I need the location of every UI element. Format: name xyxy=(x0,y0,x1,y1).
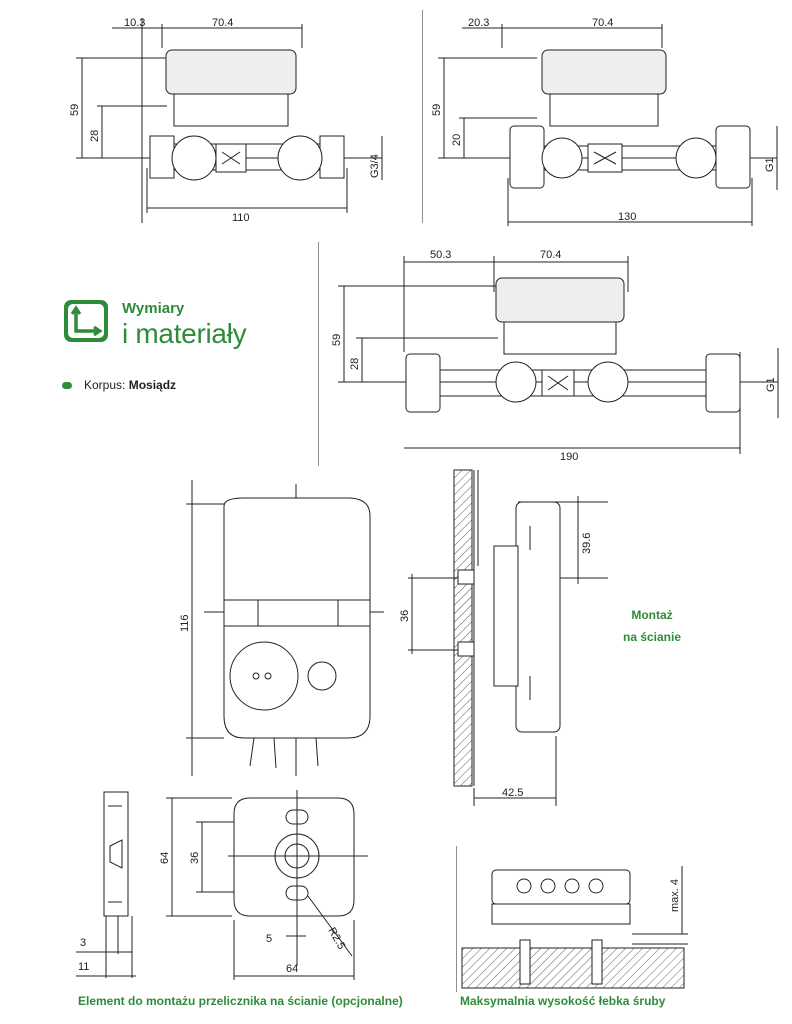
meter-drawing-110: 10.3 70.4 59 28 G3/4 110 xyxy=(69,17,383,224)
dim-width: 64 xyxy=(286,963,298,975)
dim-offset: 5 xyxy=(266,933,272,945)
bullet-dot xyxy=(62,381,72,389)
mount-plate-drawing: 3 11 64 36 5 R2.5 64 xyxy=(76,790,368,980)
meter-drawing-130: 20.3 70.4 59 20 G1 130 xyxy=(422,10,778,226)
dim-inner: 20 xyxy=(451,134,463,146)
dim-d2: 70.4 xyxy=(592,17,613,29)
caption-mount-element: Element do montażu przelicznika na ścian… xyxy=(78,994,403,1008)
meter-drawing-190: 50.3 70.4 59 28 G1 190 xyxy=(318,242,779,466)
material-row: Korpus: Mosiądz xyxy=(62,378,176,392)
side-view-wall-drawing: 39.6 36 42.5 xyxy=(399,469,608,806)
dim-top: 39.6 xyxy=(581,533,593,554)
dim-inner: 28 xyxy=(89,130,101,142)
screw-head-drawing: max. 4 xyxy=(456,846,688,992)
dim-height: 64 xyxy=(159,852,171,864)
material-value: Mosiądz xyxy=(128,378,177,392)
dim-d2: 70.4 xyxy=(212,17,233,29)
dim-side-a: 3 xyxy=(80,937,86,949)
corner-arrow-icon xyxy=(62,298,110,344)
dim-thread: G3/4 xyxy=(369,154,381,178)
dim-hole-spacing: 36 xyxy=(189,852,201,864)
dim-max: max. 4 xyxy=(669,879,681,912)
dim-radius: R2.5 xyxy=(325,926,347,952)
dim-d1: 10.3 xyxy=(124,17,145,29)
material-label: Korpus: xyxy=(84,378,126,392)
dim-height: 116 xyxy=(179,614,191,632)
dim-thread: G1 xyxy=(764,157,776,172)
caption-screw-height: Maksymalnia wysokość łebka śruby xyxy=(460,994,666,1008)
dim-d1: 50.3 xyxy=(430,249,451,261)
dim-side-b: 11 xyxy=(78,961,89,973)
wall-mount-note-line2: na ścianie xyxy=(622,630,682,644)
section-title-line2: i materiały xyxy=(122,318,247,349)
dim-spacing: 36 xyxy=(399,610,411,622)
dim-depth: 42.5 xyxy=(502,787,523,799)
wall-mount-note-line1: Montaż xyxy=(631,608,673,622)
dim-height: 59 xyxy=(431,104,443,116)
section-title-line1: Wymiary xyxy=(122,300,185,317)
dim-height: 59 xyxy=(69,104,81,116)
dim-inner: 28 xyxy=(349,358,361,370)
dim-thread: G1 xyxy=(765,377,777,392)
dim-d1: 20.3 xyxy=(468,17,489,29)
dim-d2: 70.4 xyxy=(540,249,561,261)
dim-length: 110 xyxy=(232,212,250,224)
front-view-drawing: 116 xyxy=(179,480,384,776)
dim-height: 59 xyxy=(331,334,343,346)
dim-length: 190 xyxy=(560,451,578,463)
dim-length: 130 xyxy=(618,211,636,223)
wall-mount-note: Montaż na ścianie xyxy=(600,604,704,648)
